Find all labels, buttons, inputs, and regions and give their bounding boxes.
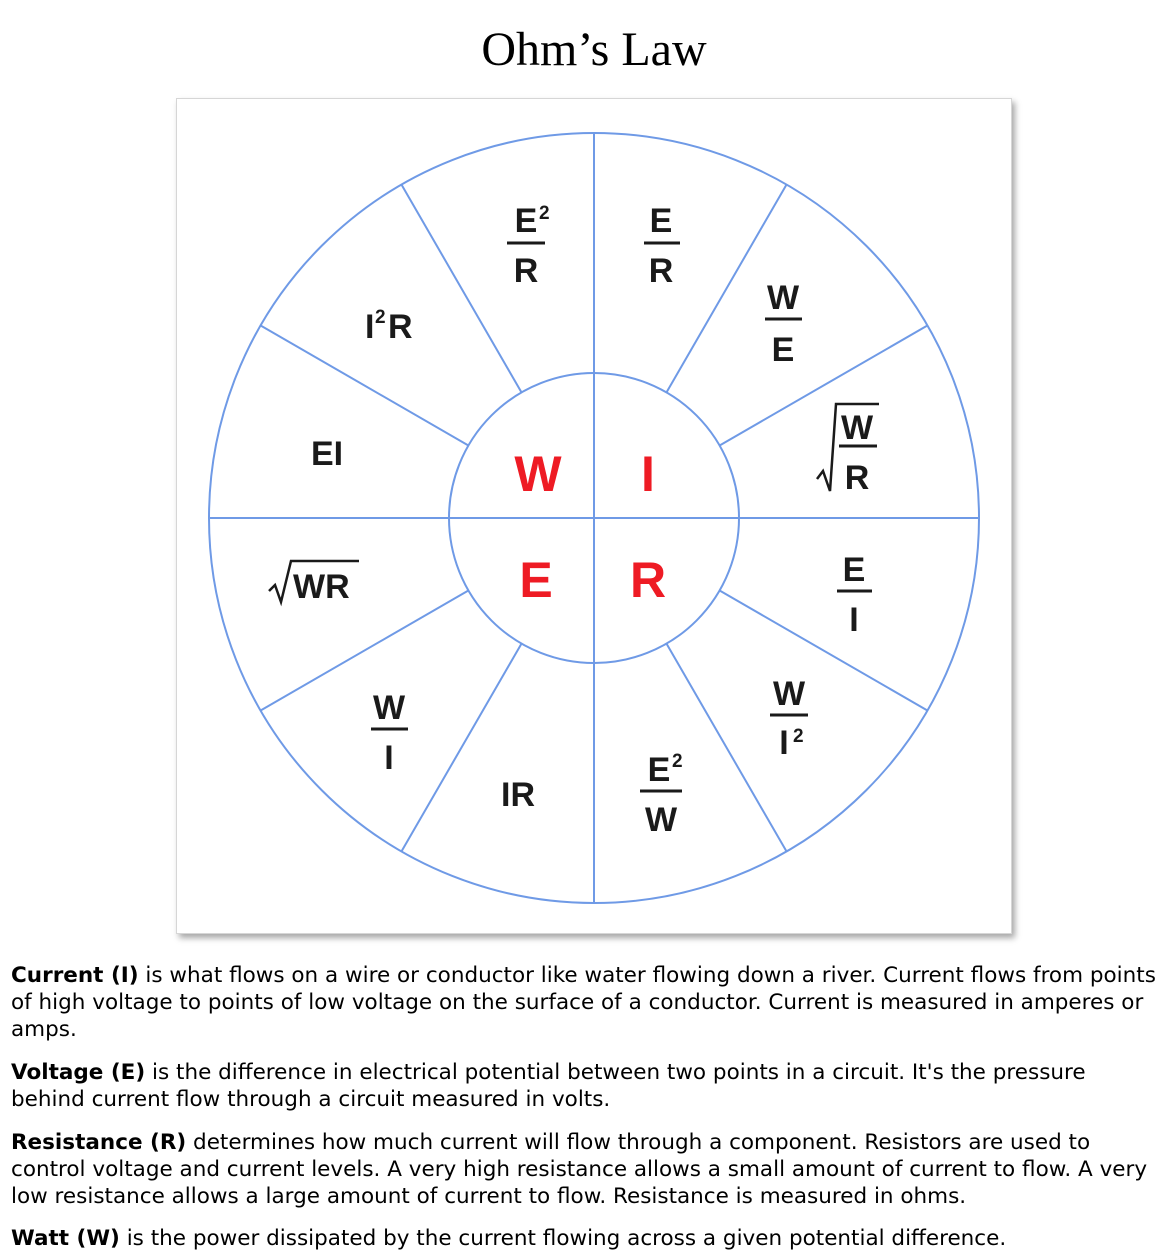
- svg-text:R: R: [388, 308, 413, 346]
- formula-ei: EI: [311, 435, 343, 473]
- svg-text:W: W: [373, 689, 406, 727]
- svg-text:E: E: [772, 331, 795, 369]
- svg-text:W: W: [841, 409, 874, 447]
- formula-e-over-r: E R: [644, 202, 680, 290]
- page-title: Ohm’s Law: [481, 23, 707, 76]
- definition-voltage: Voltage (E) is the difference in electri…: [11, 1059, 1157, 1113]
- svg-text:E: E: [648, 751, 671, 789]
- svg-text:E: E: [650, 202, 673, 240]
- spoke-30: [665, 184, 788, 393]
- formula-w-over-i2: W I 2: [770, 675, 808, 762]
- spoke-120: [719, 589, 928, 712]
- definition-text: is what flows on a wire or conductor lik…: [11, 963, 1156, 1042]
- svg-text:2: 2: [793, 726, 804, 747]
- definition-term: Resistance (R): [11, 1130, 187, 1155]
- formula-w-over-e: W E: [765, 279, 802, 369]
- definition-watt: Watt (W) is the power dissipated by the …: [11, 1225, 1157, 1252]
- svg-text:W: W: [645, 801, 678, 839]
- svg-text:W: W: [773, 675, 806, 713]
- formula-w-over-i: W I: [371, 689, 408, 777]
- formula-sqrt-w-over-r: W R: [816, 402, 879, 497]
- formula-ir: IR: [501, 776, 535, 814]
- svg-text:2: 2: [539, 203, 550, 224]
- svg-text:W: W: [767, 279, 800, 317]
- svg-text:WR: WR: [293, 568, 350, 606]
- ohms-law-wheel: W I E R E 2 R E R W E: [176, 98, 1012, 934]
- formula-sqrt-wr: WR: [268, 559, 359, 607]
- svg-text:R: R: [514, 252, 539, 290]
- definition-term: Voltage (E): [11, 1060, 146, 1085]
- formula-e2-over-r: E 2 R: [507, 202, 550, 290]
- spoke-300: [260, 324, 469, 447]
- spoke-60: [719, 324, 928, 447]
- definition-term: Watt (W): [11, 1226, 120, 1251]
- formula-i2r: I 2 R: [365, 307, 413, 346]
- spoke-150: [665, 643, 788, 852]
- svg-text:I: I: [779, 724, 788, 762]
- center-letter-i: I: [641, 446, 655, 502]
- svg-text:E: E: [515, 202, 538, 240]
- svg-text:I: I: [365, 308, 374, 346]
- definition-text: is the difference in electrical potentia…: [11, 1060, 1086, 1112]
- definition-current: Current (I) is what flows on a wire or c…: [11, 962, 1157, 1043]
- spoke-240: [260, 589, 469, 712]
- formula-e2-over-w: E 2 W: [640, 751, 683, 839]
- svg-text:I: I: [849, 601, 858, 639]
- definition-term: Current (I): [11, 963, 139, 988]
- svg-text:2: 2: [672, 751, 683, 772]
- center-letter-w: W: [514, 446, 562, 502]
- svg-text:2: 2: [375, 307, 386, 328]
- center-letter-e: E: [519, 552, 552, 608]
- svg-text:E: E: [843, 551, 866, 589]
- definition-text: determines how much current will flow th…: [11, 1130, 1148, 1209]
- svg-text:R: R: [649, 252, 674, 290]
- wheel-lines: [208, 132, 980, 904]
- formula-e-over-i: E I: [837, 551, 872, 639]
- center-letter-r: R: [630, 552, 666, 608]
- spoke-210: [400, 643, 523, 852]
- spoke-330: [400, 184, 523, 393]
- definition-text: is the power dissipated by the current f…: [119, 1226, 1007, 1251]
- definition-resistance: Resistance (R) determines how much curre…: [11, 1129, 1157, 1210]
- svg-text:I: I: [384, 739, 393, 777]
- svg-text:R: R: [845, 459, 870, 497]
